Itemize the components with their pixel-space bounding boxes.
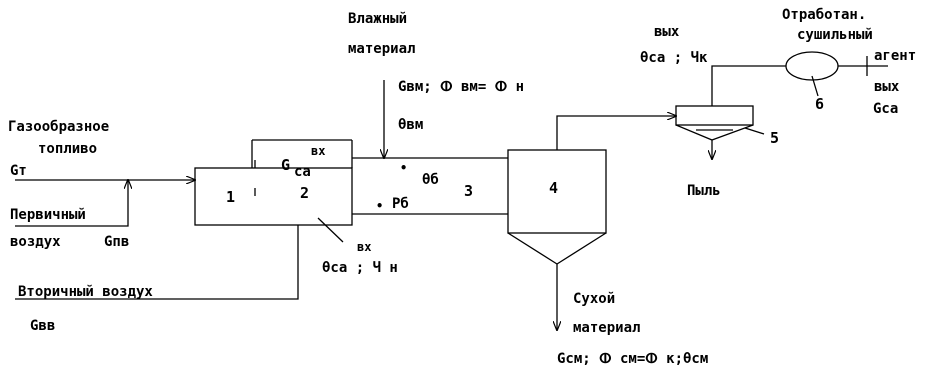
exhaust-fan: [785, 51, 839, 97]
spent-agent-out-flow: Gса: [873, 101, 898, 117]
secondary-air-label: Вторичный воздух: [18, 284, 153, 300]
spent-agent-label-2: сушильный: [797, 27, 873, 43]
unit-5-number: 5: [770, 129, 779, 147]
outlet-superscript: вых: [654, 24, 680, 40]
gaseous-fuel-label-1: Газообразное: [8, 119, 109, 135]
agent-in-superscript: вх: [311, 144, 325, 158]
labels: Влажный материал Gвм; ⵀ вм= ⵀ н θвм Газо…: [8, 7, 916, 367]
primary-air-flow: Gпв: [104, 234, 129, 250]
wet-material-label-1: Влажный: [348, 11, 407, 27]
primary-air-label-2: воздух: [10, 234, 61, 250]
secondary-air-flow: Gвв: [30, 318, 55, 334]
wet-material-label-2: материал: [348, 41, 415, 57]
drum-temp: θб: [422, 172, 439, 188]
dry-material-label-1: Сухой: [573, 291, 615, 307]
collector-gas-line: [711, 65, 786, 106]
agent-in-subscript: са: [294, 164, 311, 180]
outlet-params: θса ; Чк: [640, 50, 708, 66]
unit6-leader: [811, 75, 819, 97]
unit5-leader: [744, 127, 765, 135]
dry-material-flow: Gсм; ⵀ см=ⵀ к;θсм: [557, 351, 708, 367]
inlet-leader: [317, 217, 344, 243]
unit-3-number: 3: [464, 182, 473, 200]
dust-collector: [675, 105, 765, 141]
drum-pressure: Рб: [392, 196, 409, 212]
fuel-flow-label: Gт: [10, 163, 27, 179]
drum-temp-dot: •: [400, 161, 407, 175]
spent-agent-out-superscript: вых: [874, 79, 900, 95]
agent-in-G: G: [281, 156, 290, 174]
inlet-superscript: вх: [357, 240, 371, 254]
drum-dryer: [352, 157, 508, 215]
dust-label: Пыль: [687, 183, 721, 199]
unit-1-number: 1: [226, 188, 235, 206]
unit-4-number: 4: [549, 179, 558, 197]
flow-lines: [15, 56, 888, 330]
unit-6-number: 6: [815, 95, 824, 113]
inlet-params: θса ; Ч н: [322, 260, 398, 276]
drum-pressure-dot: •: [376, 199, 383, 213]
furnace-chamber: [194, 139, 353, 226]
wet-material-flow: Gвм; ⵀ вм= ⵀ н: [398, 79, 524, 95]
spent-agent-label-3: агент: [874, 48, 916, 64]
spent-agent-label-1: Отработан.: [782, 7, 866, 23]
unit-numbers: 1 2 3 4 5 6: [226, 95, 824, 206]
wet-material-temp: θвм: [398, 117, 423, 133]
secondary-air-line: [15, 225, 299, 300]
dry-material-label-2: материал: [573, 320, 640, 336]
gaseous-fuel-label-2: топливо: [38, 141, 97, 157]
primary-air-line: [15, 180, 128, 227]
primary-air-label-1: Первичный: [10, 207, 86, 223]
separator-gas-line: [556, 116, 676, 150]
separator-chamber: [507, 149, 607, 265]
unit-2-number: 2: [300, 184, 309, 202]
